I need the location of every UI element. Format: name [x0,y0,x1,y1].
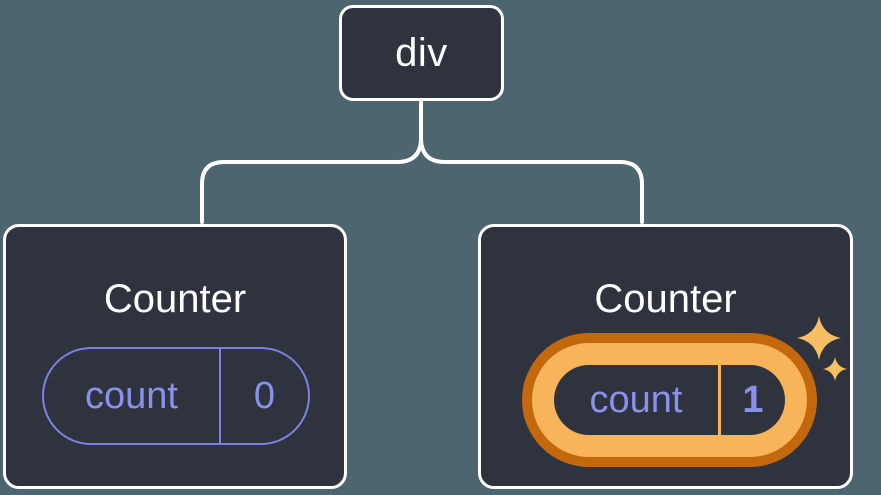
counter-title: Counter [594,277,737,321]
root-node-div: div [339,5,504,101]
state-name: count [44,349,221,443]
sparkle-icon [797,316,847,381]
counter-card-right: Counter count 1 [478,224,853,489]
counter-card-left: Counter count 0 [3,224,347,489]
state-pill-highlight-inner-ring: count 1 [532,343,807,457]
state-pill: count 1 [554,365,785,435]
state-pill-highlight-ring: count 1 [522,333,817,467]
state-value: 1 [742,378,764,421]
sparkle-small-icon [823,357,847,381]
counter-title: Counter [103,277,247,321]
root-node-label: div [395,30,448,75]
connector-branch-right [419,136,644,224]
state-pill: count 0 [42,347,310,445]
state-name: count [554,365,721,435]
sparkle-large-icon [797,316,841,360]
connector-branch-left [200,136,423,224]
state-value: 0 [253,374,276,417]
